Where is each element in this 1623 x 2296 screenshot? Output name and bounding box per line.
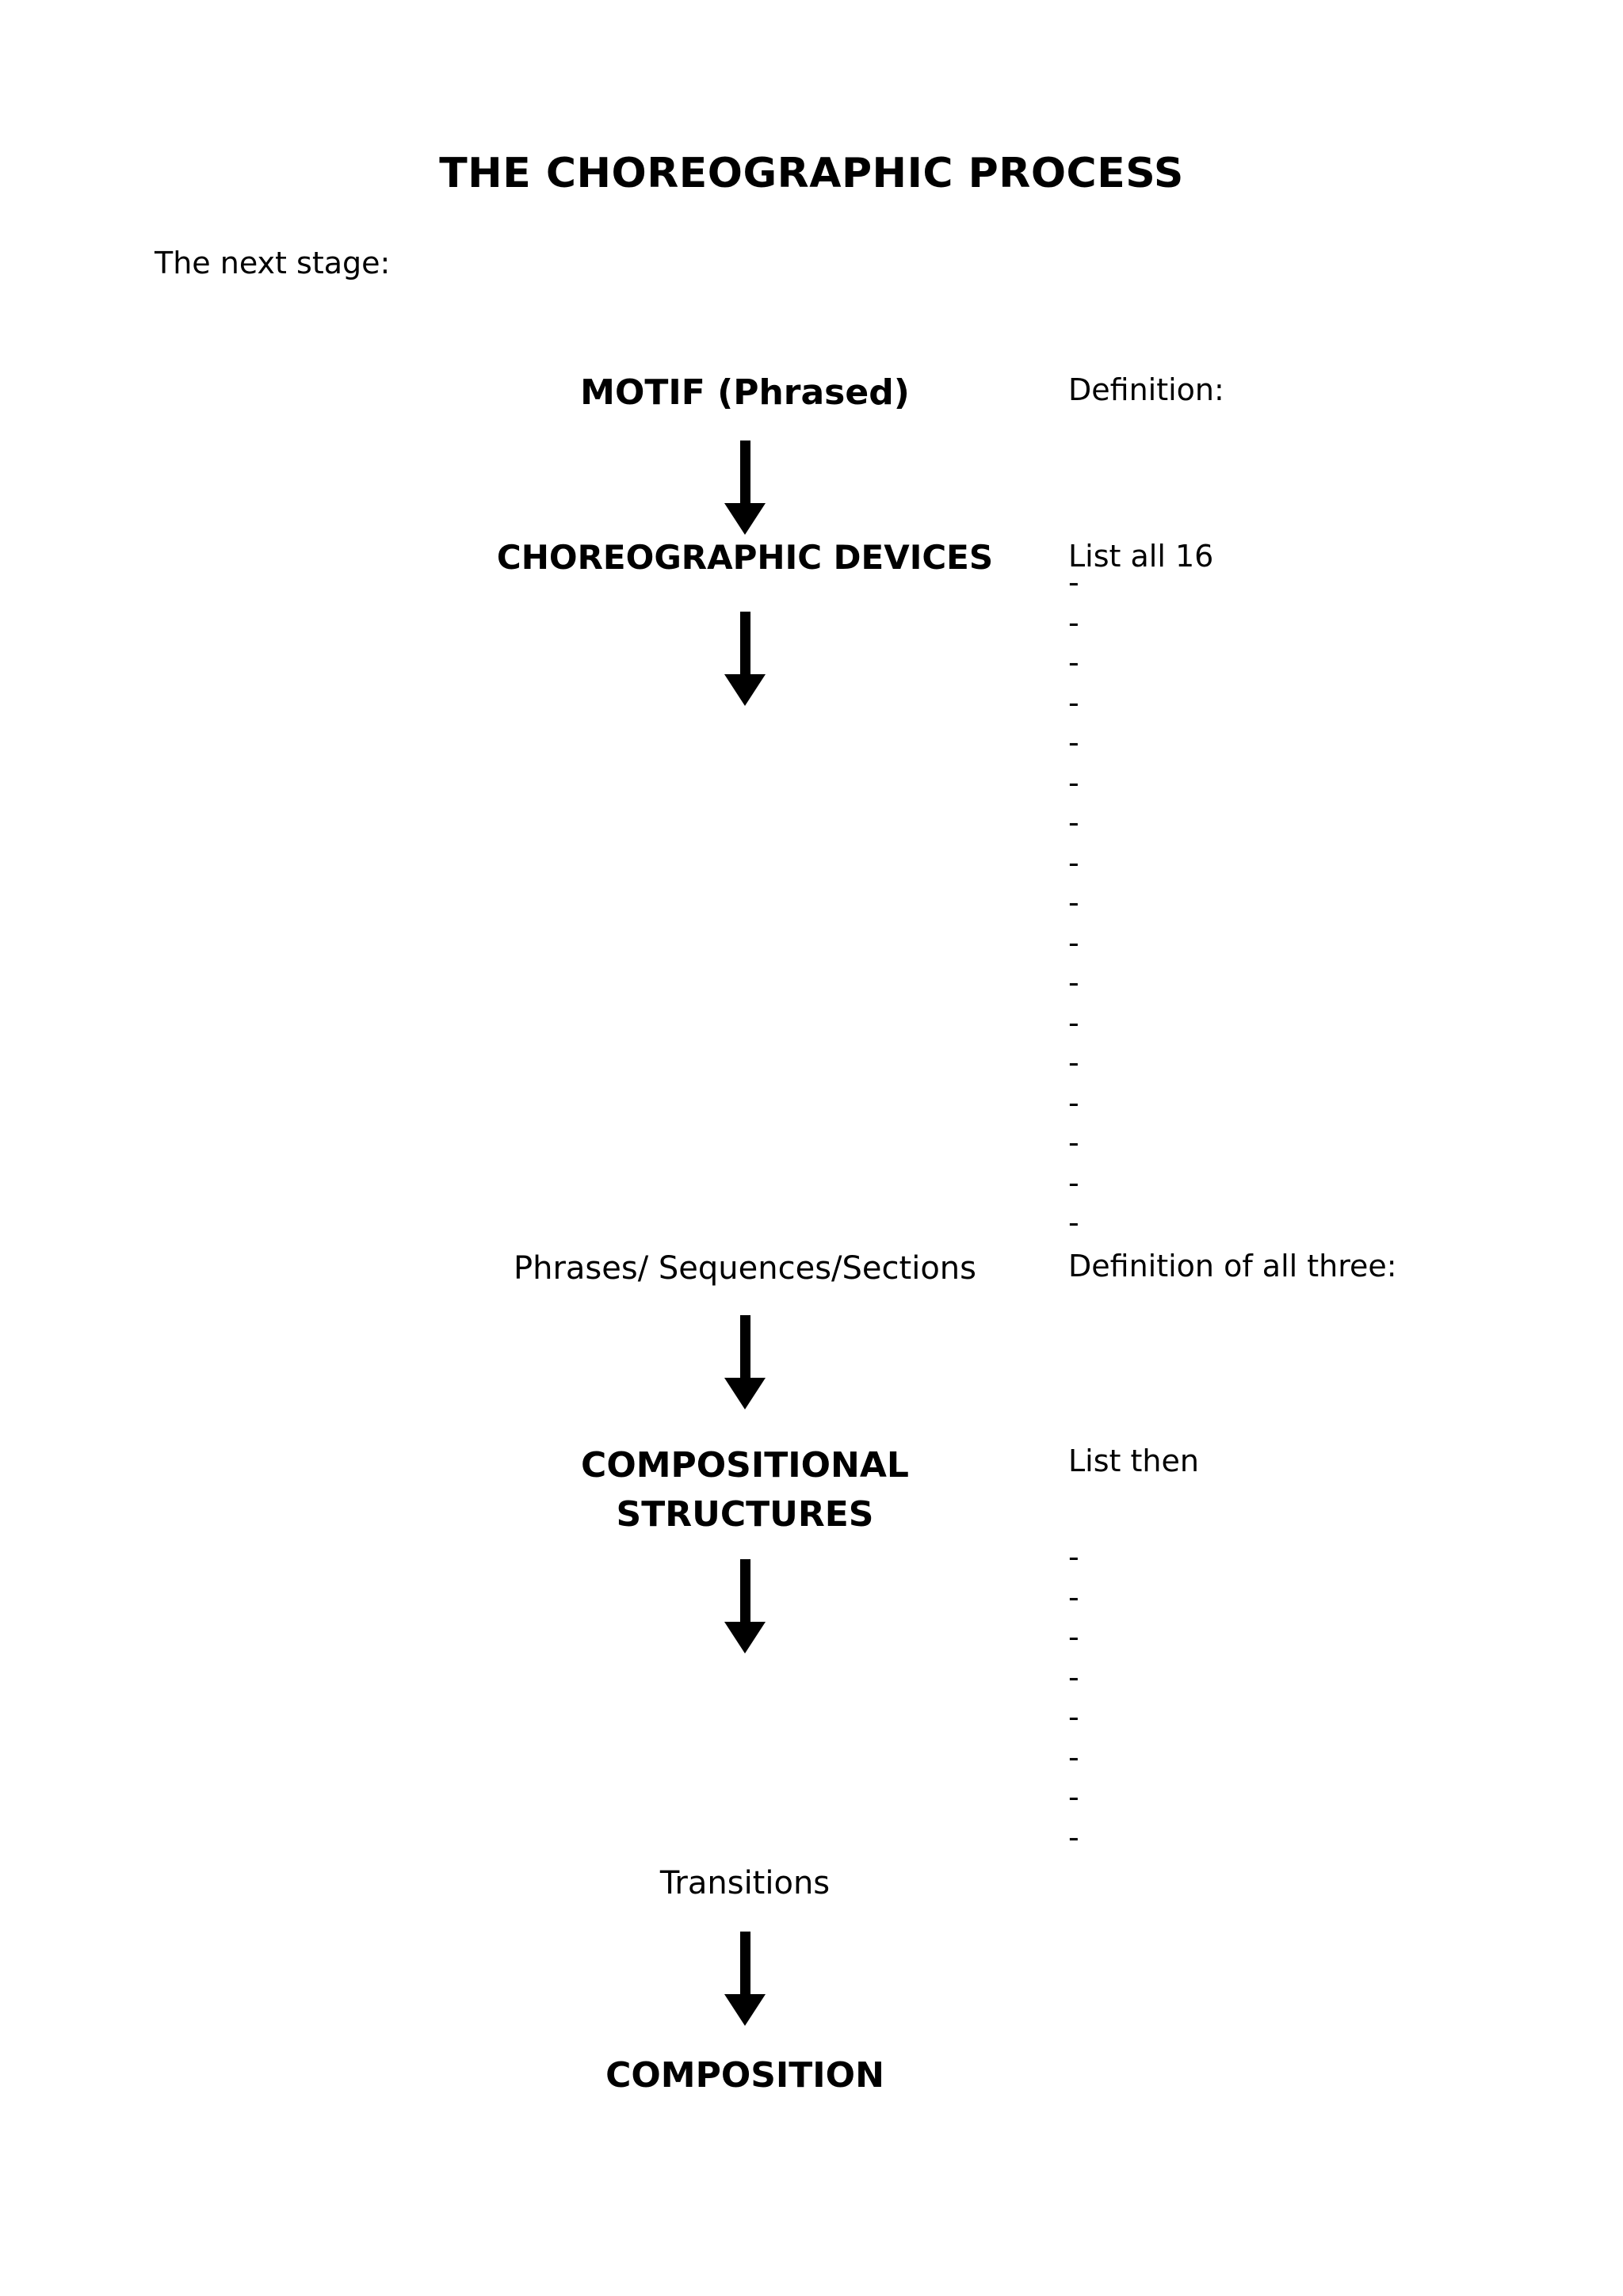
flow-node-phrases-sequences-sections: Phrases/ Sequences/Sections <box>514 1250 976 1287</box>
devices-blank-item: - <box>1068 1125 1079 1160</box>
devices-blank-item: - <box>1068 765 1079 800</box>
flow-node-transitions: Transitions <box>659 1865 831 1901</box>
devices-blank-item: - <box>1068 685 1079 720</box>
structures-blank-item: - <box>1068 1699 1079 1734</box>
arrow-shaft <box>739 612 750 675</box>
structures-blank-item: - <box>1068 1619 1079 1654</box>
arrow-head <box>724 674 766 706</box>
devices-blank-item: - <box>1068 725 1079 760</box>
flow-node-choreographic-devices: CHOREOGRAPHIC DEVICES <box>496 538 994 577</box>
arrow-shaft <box>739 441 750 504</box>
structures-blank-item: - <box>1068 1659 1079 1695</box>
down-arrow-icon-4 <box>349 1559 1141 1653</box>
arrow-head <box>724 1994 766 2026</box>
flow-node-motif: MOTIF (Phrased) <box>580 372 910 413</box>
arrow-shaft <box>739 1932 750 1995</box>
devices-blank-item: - <box>1068 845 1079 880</box>
intro-text: The next stage: <box>155 246 391 280</box>
flow-node-composition: COMPOSITION <box>605 2055 884 2096</box>
down-arrow-icon-2 <box>349 612 1141 706</box>
arrow-shaft <box>739 1559 750 1623</box>
devices-blank-list: - - - - - - - - - - - - - - - - - <box>1068 563 1079 1243</box>
structures-blank-list: - - - - - - - - <box>1068 1537 1079 1857</box>
page-title: THE CHOREOGRAPHIC PROCESS <box>439 150 1184 197</box>
arrow-head <box>724 1378 766 1409</box>
devices-blank-item: - <box>1068 885 1079 920</box>
structures-blank-item: - <box>1068 1739 1079 1775</box>
devices-blank-item: - <box>1068 1085 1079 1120</box>
devices-blank-item: - <box>1068 965 1079 1000</box>
devices-blank-item: - <box>1068 925 1079 960</box>
arrow-shaft <box>739 1315 750 1379</box>
devices-blank-item: - <box>1068 645 1079 680</box>
down-arrow-icon-3 <box>349 1315 1141 1409</box>
arrow-head <box>724 503 766 535</box>
structures-blank-item: - <box>1068 1579 1079 1615</box>
down-arrow-icon-5 <box>349 1932 1141 2026</box>
note-list-all-16: List all 16 <box>1068 539 1214 574</box>
flow-node-compositional-structures-line2: STRUCTURES <box>616 1494 874 1535</box>
devices-blank-item: - <box>1068 1165 1079 1200</box>
note-definition-of-all-three: Definition of all three: <box>1068 1249 1397 1283</box>
down-arrow-icon-1 <box>349 441 1141 535</box>
devices-blank-item: - <box>1068 605 1079 640</box>
structures-blank-item: - <box>1068 1819 1079 1855</box>
flow-node-compositional-structures-line1: COMPOSITIONAL <box>581 1445 909 1486</box>
note-list-then: List then <box>1068 1444 1199 1478</box>
devices-blank-item: - <box>1068 805 1079 840</box>
structures-blank-item: - <box>1068 1539 1079 1574</box>
arrow-head <box>724 1622 766 1653</box>
devices-blank-item: - <box>1068 565 1079 600</box>
devices-blank-item: - <box>1068 1205 1079 1240</box>
devices-blank-item: - <box>1068 1045 1079 1080</box>
note-definition: Definition: <box>1068 372 1224 407</box>
structures-blank-item: - <box>1068 1779 1079 1814</box>
devices-blank-item: - <box>1068 1005 1079 1040</box>
